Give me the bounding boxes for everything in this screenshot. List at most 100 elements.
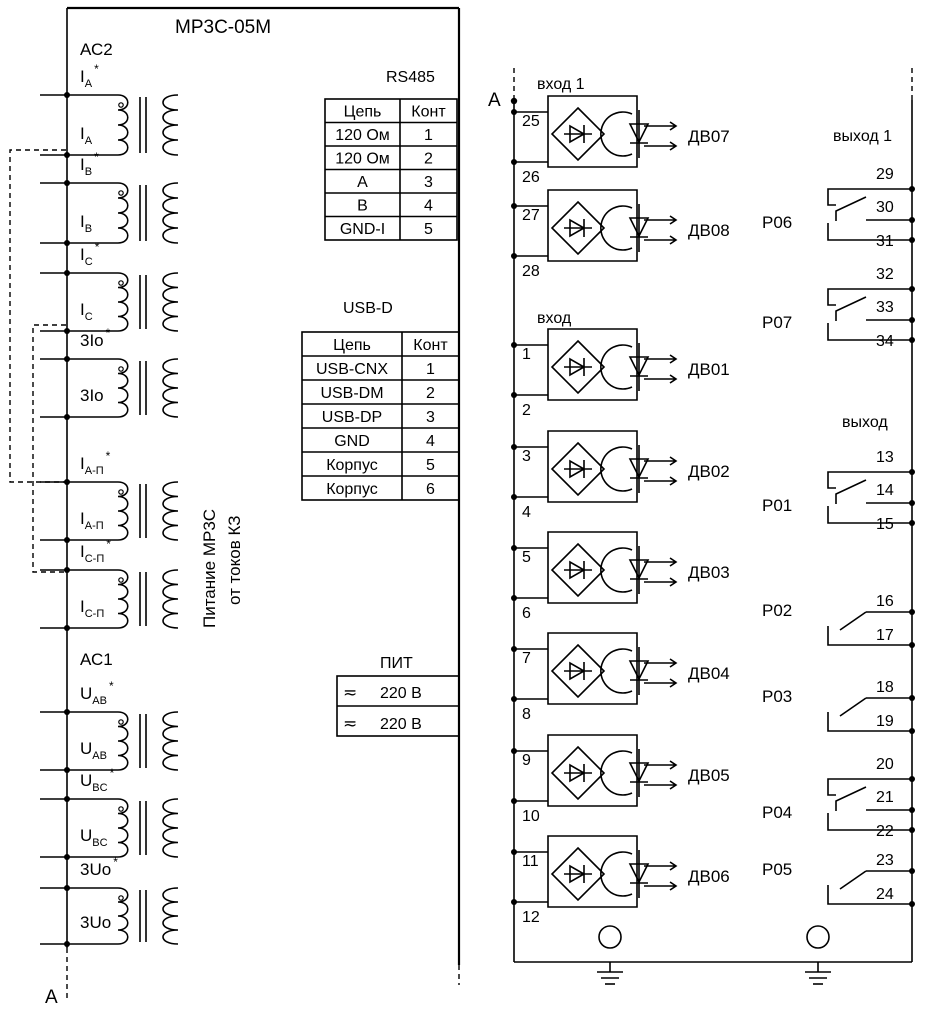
terminal-label: 16 xyxy=(876,593,894,610)
terminal-label: 20 xyxy=(876,756,894,773)
terminal-label: 28 xyxy=(522,263,540,280)
marker-a-bottom: A xyxy=(45,987,58,1008)
marker-a-top: A xyxy=(488,90,501,111)
table-cell-contact: 5 xyxy=(424,221,433,238)
input-start-label: IA* xyxy=(80,62,99,90)
table-cell-contact: 2 xyxy=(424,151,433,168)
terminal-label: 32 xyxy=(876,266,894,283)
relay-name: Р03 xyxy=(762,687,792,706)
input-start-label: UAB* xyxy=(80,679,114,707)
table-cell-circuit: B xyxy=(357,198,368,215)
table-cell-circuit: USB-DP xyxy=(322,409,382,426)
relay-name: Р02 xyxy=(762,601,792,620)
terminal-label: 23 xyxy=(876,852,894,869)
relay-output: Р02 16 17 xyxy=(762,593,915,648)
optocoupler: ДВ03 5 6 xyxy=(511,531,730,622)
terminal-label: 12 xyxy=(522,909,540,926)
input-end-label: IС-П xyxy=(80,597,104,620)
voltage-transformer: 3Uo* 3Uo xyxy=(40,855,179,947)
table-cell-contact: 1 xyxy=(424,127,433,144)
terminal-label: 26 xyxy=(522,169,540,186)
optocoupler-name: ДВ03 xyxy=(688,563,730,582)
table-cell-circuit: Корпус xyxy=(326,457,378,474)
input-start-label: IА-П* xyxy=(80,449,111,477)
optocoupler-name: ДВ01 xyxy=(688,360,730,379)
input1-label: вход 1 xyxy=(537,76,585,93)
relay-name: Р07 xyxy=(762,313,792,332)
usb-title: USB-D xyxy=(343,300,393,317)
terminal-label: 7 xyxy=(522,650,531,667)
terminal-label: 2 xyxy=(522,402,531,419)
voltage-transformer: UBC*UBC xyxy=(40,766,179,860)
terminal-label: 30 xyxy=(876,199,894,216)
input-start-label: 3Io* xyxy=(80,326,111,350)
voltage-transformer: UAB* UAB xyxy=(40,679,179,773)
terminal-label: 34 xyxy=(876,333,894,350)
terminal-label: 6 xyxy=(522,605,531,622)
current-transformer: IC*IC xyxy=(40,240,179,334)
table-header: Конт xyxy=(411,104,446,121)
power-row-1: 220 В xyxy=(380,685,422,702)
table-header: Цепь xyxy=(344,104,382,121)
power-ac-symbol-1: ≂ xyxy=(343,683,357,702)
table-cell-circuit: A xyxy=(357,174,368,191)
table-cell-contact: 4 xyxy=(426,433,435,450)
input-label: вход xyxy=(537,310,572,327)
terminal-label: 8 xyxy=(522,706,531,723)
table-cell-contact: 3 xyxy=(426,409,435,426)
terminal-label: 13 xyxy=(876,449,894,466)
ac1-label: АС1 xyxy=(80,650,113,669)
terminal-label: 9 xyxy=(522,752,531,769)
power-note-line1: Питание МР3С xyxy=(200,509,219,628)
input-end-label: UAB xyxy=(80,739,107,762)
input-start-label: IC* xyxy=(80,240,100,268)
terminal-label: 19 xyxy=(876,713,894,730)
current-transformer: IА-П* IА-П xyxy=(40,449,179,543)
terminal-label: 17 xyxy=(876,627,894,644)
table-cell-circuit: GND xyxy=(334,433,370,450)
input-end-label: 3Uo xyxy=(80,913,111,932)
terminal-label: 15 xyxy=(876,516,894,533)
table-cell-contact: 2 xyxy=(426,385,435,402)
terminal-label: 5 xyxy=(522,549,531,566)
current-transformer: 3Io*3Io xyxy=(40,326,179,420)
table-header: Конт xyxy=(413,337,448,354)
terminal-label: 10 xyxy=(522,808,540,825)
table-cell-circuit: GND-I xyxy=(340,221,385,238)
optocoupler-name: ДВ07 xyxy=(688,127,730,146)
terminal-label: 21 xyxy=(876,789,894,806)
output1-label: выход 1 xyxy=(833,128,892,145)
current-transformer: IB*IB xyxy=(40,150,179,246)
optocoupler-name: ДВ05 xyxy=(688,766,730,785)
input-end-label: IA xyxy=(80,124,93,147)
current-transformer: IС-П*IС-П xyxy=(40,537,179,631)
table-header: Цепь xyxy=(333,337,371,354)
output-label: выход xyxy=(842,414,888,431)
power-row-2: 220 В xyxy=(380,716,422,733)
terminal-label: 4 xyxy=(522,504,531,521)
table-cell-contact: 5 xyxy=(426,457,435,474)
power-table: ПИТ ≂ 220 В ≂ 220 В xyxy=(336,655,460,737)
ac2-label: АС2 xyxy=(80,40,113,59)
input-start-label: 3Uo* xyxy=(80,855,118,879)
table-cell-contact: 4 xyxy=(424,198,433,215)
terminal-label: 18 xyxy=(876,679,894,696)
terminal-label: 1 xyxy=(522,346,531,363)
input-end-label: IB xyxy=(80,212,92,235)
power-note: Питание МР3С от токов КЗ xyxy=(200,509,244,628)
optocoupler-name: ДВ08 xyxy=(688,221,730,240)
current-transformer: IA* IA xyxy=(40,62,179,158)
optocoupler-name: ДВ02 xyxy=(688,462,730,481)
discrete-block: A вход 1 вход выход 1 выход ДВ072526ДВ08… xyxy=(488,68,915,985)
input-end-label: IА-П xyxy=(80,509,104,532)
relay-name: Р05 xyxy=(762,860,792,879)
